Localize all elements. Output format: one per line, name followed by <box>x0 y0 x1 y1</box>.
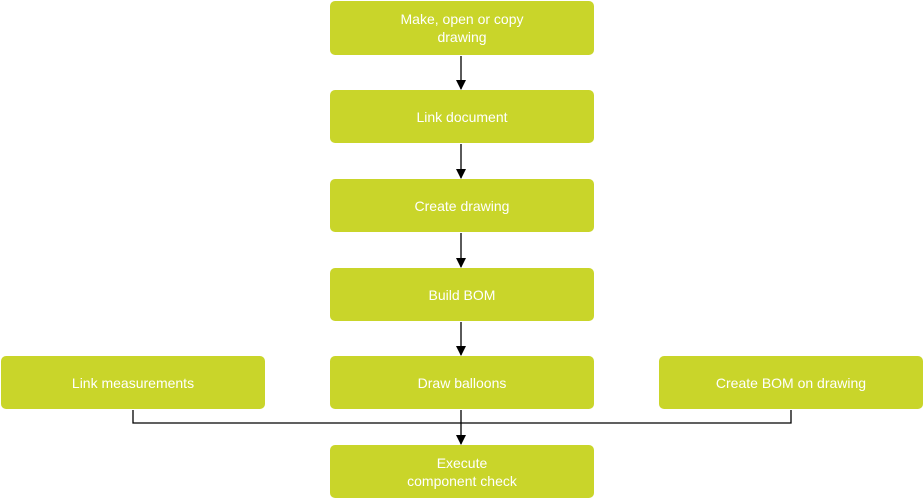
node-draw-balloons: Draw balloons <box>330 356 594 409</box>
node-make-open-copy-drawing: Make, open or copy drawing <box>330 1 594 55</box>
node-link-document: Link document <box>330 90 594 143</box>
node-build-bom: Build BOM <box>330 268 594 321</box>
node-create-drawing: Create drawing <box>330 179 594 232</box>
node-create-bom-on-drawing: Create BOM on drawing <box>659 356 923 409</box>
node-execute-component-check: Execute component check <box>330 445 594 498</box>
connector-link-measurements <box>132 410 461 424</box>
node-link-measurements: Link measurements <box>1 356 265 409</box>
connector-create-bom-on-drawing <box>461 410 792 424</box>
